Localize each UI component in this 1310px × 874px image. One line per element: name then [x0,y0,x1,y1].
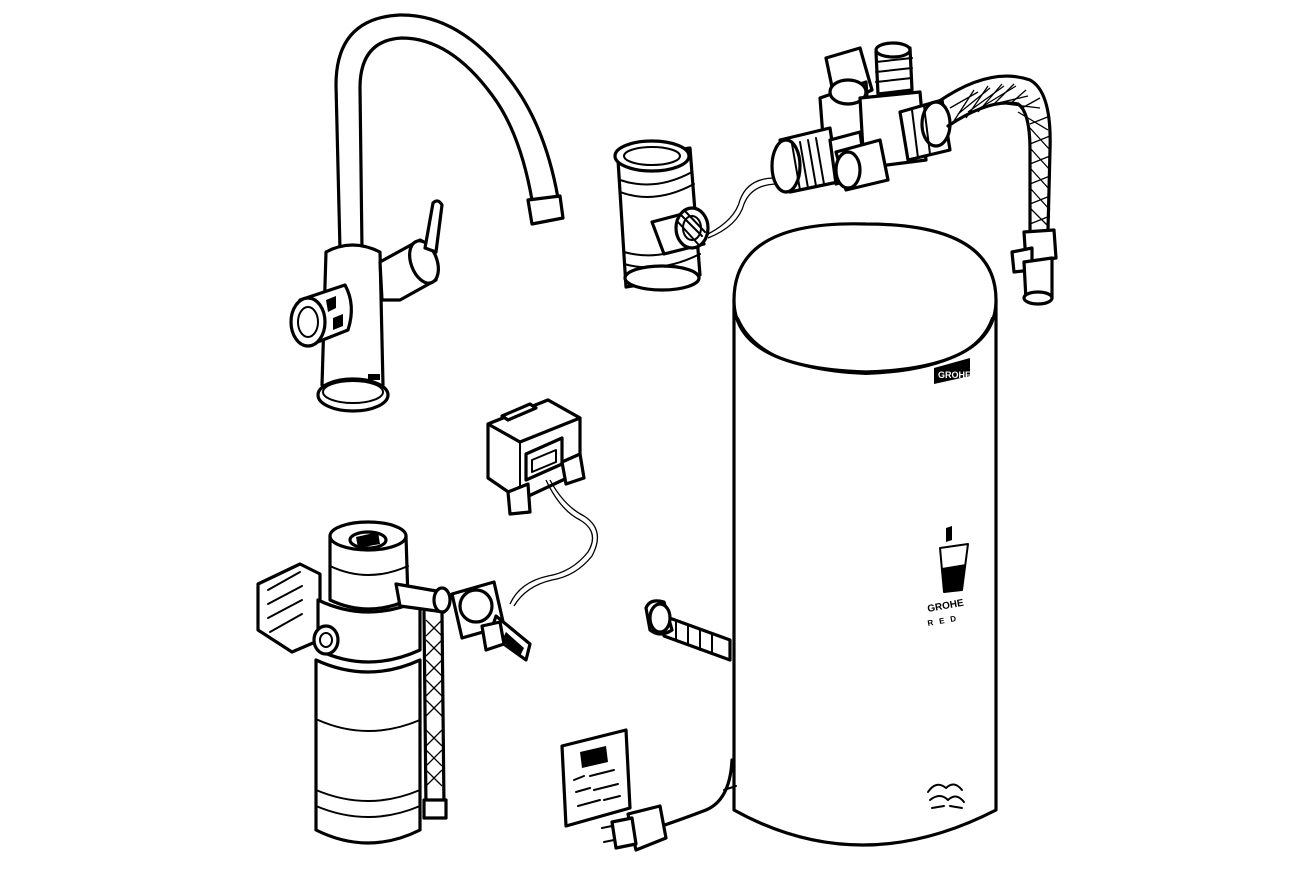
faucet-spout [334,13,560,252]
valve-assembly [770,41,1058,306]
boiler-logo-top-text: GROHE [938,370,971,380]
faucet [289,13,565,413]
faucet-lever [423,199,444,254]
faucet-control-knob [289,296,327,348]
water-filter [256,520,532,845]
instruction-card [560,728,632,828]
t-connector [613,139,779,292]
braided-hose-top [936,74,1052,232]
boiler-tank: GROHE GROHE RED [601,222,998,852]
boiler-glass-icon [939,526,969,593]
control-box [486,398,599,607]
filter-cartridge [314,658,422,845]
boiler-top-logo: GROHE [934,358,971,384]
certification-mark-icon [927,783,965,809]
